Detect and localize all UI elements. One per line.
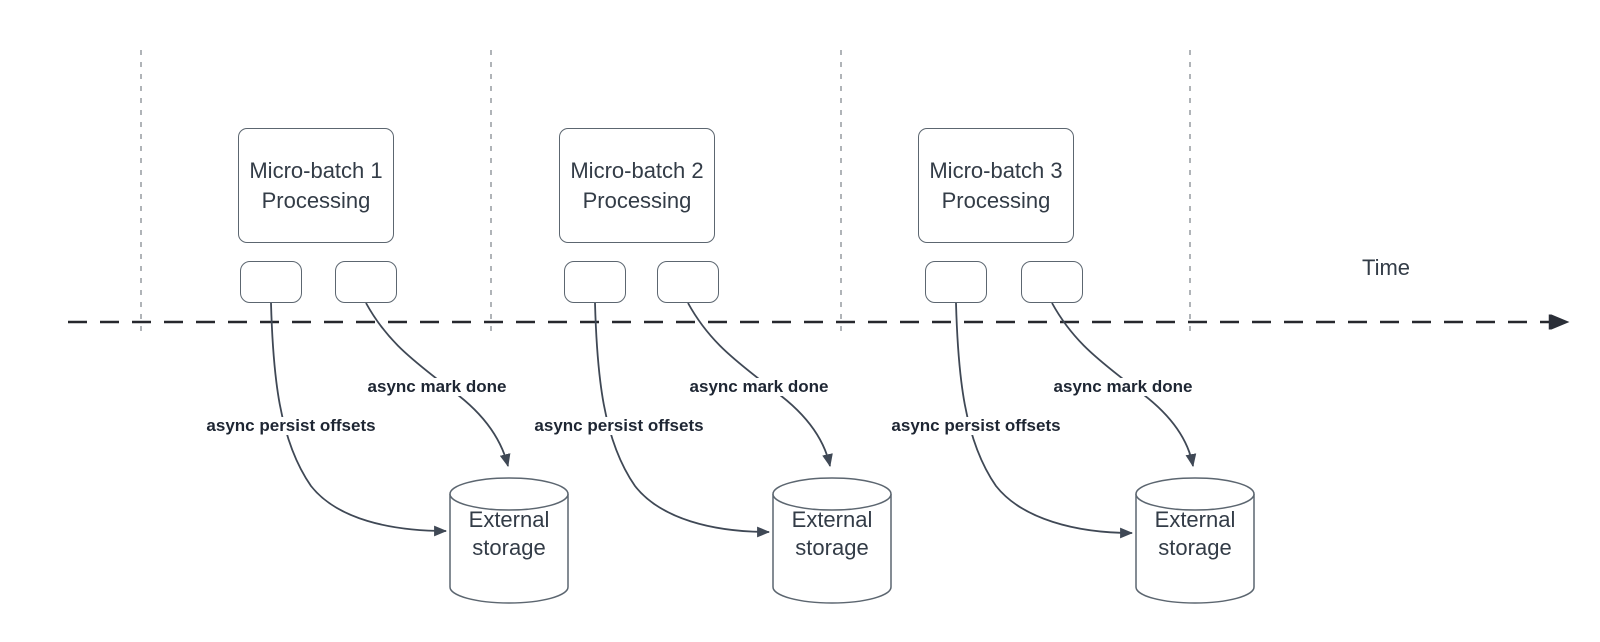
persist-offsets-label-2: async persist offsets [531, 417, 707, 435]
micro-batch-1-processing-box: Micro-batch 1 Processing [238, 128, 394, 243]
persist-offsets-arrow-2 [594, 302, 771, 538]
persist-offsets-label-1: async persist offsets [203, 417, 379, 435]
offset-task-box-3a [925, 261, 987, 303]
micro-batch-1-title: Micro-batch 1 [249, 157, 383, 183]
persist-offsets-arrow-3 [955, 302, 1134, 539]
offset-task-box-2a [564, 261, 626, 303]
time-axis-label: Time [1361, 255, 1411, 280]
external-storage-label-3: External storage [1154, 507, 1236, 560]
micro-batch-2-processing-box: Micro-batch 2 Processing [559, 128, 715, 243]
micro-batch-2-title: Micro-batch 2 [570, 157, 704, 183]
database-cylinder-icon-2 [772, 477, 892, 604]
mark-done-label-2: async mark done [686, 378, 832, 396]
commit-task-box-3b [1021, 261, 1083, 303]
micro-batch-3-title: Micro-batch 3 [929, 157, 1063, 183]
database-cylinder-icon-1 [449, 477, 569, 604]
mark-done-label-1: async mark done [364, 378, 510, 396]
mark-done-label-3: async mark done [1050, 378, 1196, 396]
offset-task-box-1a [240, 261, 302, 303]
external-storage-label-1: External storage [468, 507, 550, 560]
micro-batch-3-subtitle: Processing [941, 187, 1051, 213]
persist-offsets-label-3: async persist offsets [888, 417, 1064, 435]
commit-task-box-1b [335, 261, 397, 303]
commit-task-box-2b [657, 261, 719, 303]
persist-offsets-arrow-1 [270, 302, 448, 537]
micro-batch-2-subtitle: Processing [582, 187, 692, 213]
micro-batch-3-processing-box: Micro-batch 3 Processing [918, 128, 1074, 243]
database-cylinder-icon-3 [1135, 477, 1255, 604]
external-storage-label-2: External storage [791, 507, 873, 560]
micro-batch-1-subtitle: Processing [261, 187, 371, 213]
